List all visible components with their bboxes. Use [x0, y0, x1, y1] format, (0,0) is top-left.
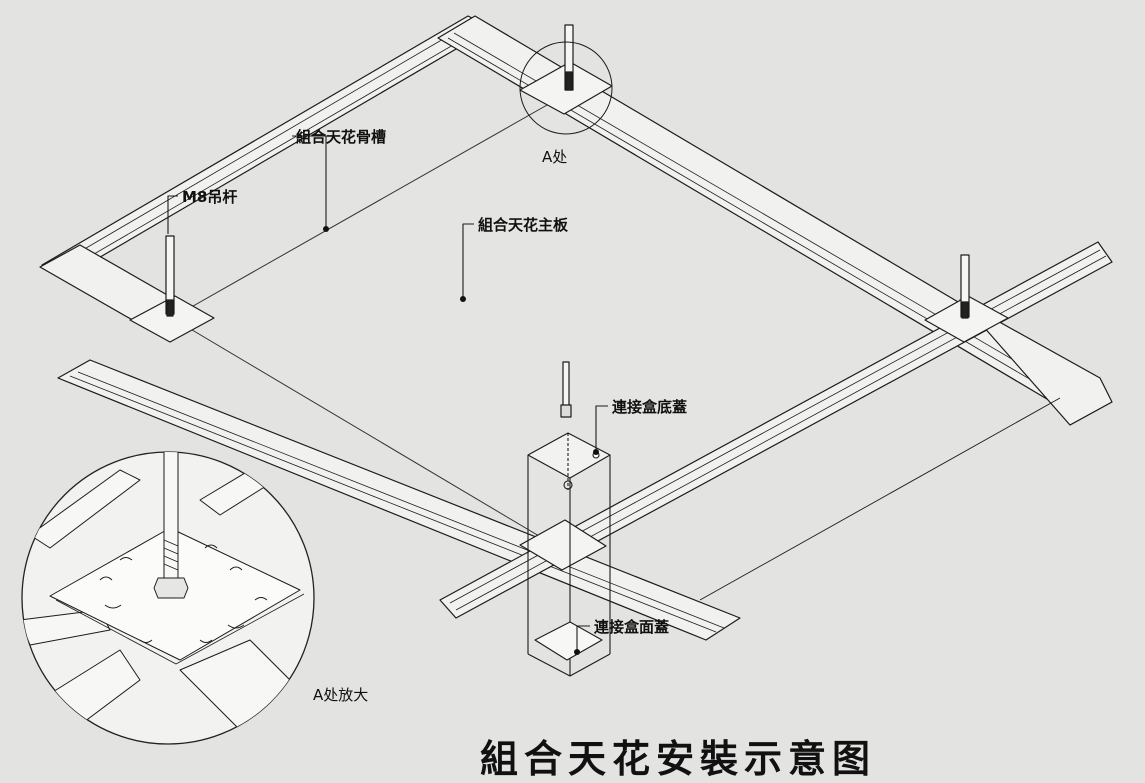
zoom-detail [21, 451, 315, 745]
diagram-title: 組合天花安裝示意图 [480, 737, 877, 781]
point-a-circle [519, 41, 613, 135]
hanger-rods [165, 24, 970, 418]
label-bottom-cover: 連接盒底蓋 [612, 398, 688, 416]
ceiling-installation-diagram [21, 15, 1113, 745]
edge-line [699, 397, 1061, 601]
label-rod: M8吊杆 [182, 188, 238, 206]
connection-box [527, 432, 611, 677]
label-zoom: A处放大 [313, 686, 369, 704]
label-beam: 組合天花骨槽 [296, 128, 387, 146]
label-point-a: A处 [542, 148, 568, 166]
leader-lines [167, 135, 608, 655]
label-panel: 組合天花主板 [478, 216, 569, 234]
label-top-cover: 連接盒面蓋 [594, 618, 670, 636]
